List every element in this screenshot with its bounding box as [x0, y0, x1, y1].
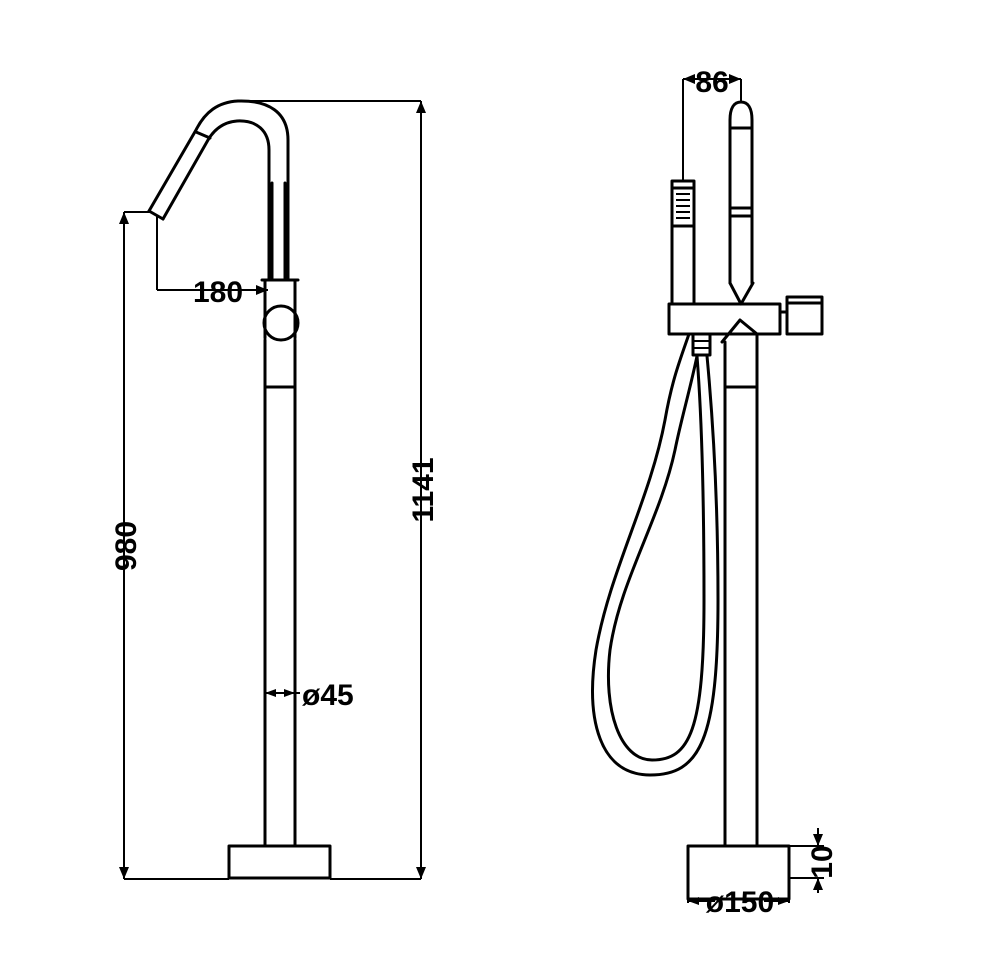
side-base-plate — [227, 844, 332, 880]
dim-base-diameter: ø150 — [687, 886, 790, 919]
front-handshower-handle — [670, 224, 696, 306]
dim-handshower-offset-label: 86 — [695, 66, 728, 99]
front-view — [591, 100, 824, 901]
front-valve-v-bottom — [720, 318, 759, 344]
front-handshower-spray-dots — [676, 193, 690, 219]
front-hose-nut — [691, 332, 712, 357]
dim-spout-height-label: 980 — [110, 521, 143, 571]
dim-overall-height: 1141 — [240, 100, 440, 880]
side-view — [147, 99, 332, 880]
dim-spout-reach: 180 — [156, 216, 268, 309]
dim-base-thickness: 10 — [789, 828, 839, 893]
side-gooseneck-outer — [147, 99, 290, 282]
front-valve-block — [667, 302, 782, 336]
front-shower-hose-outer — [591, 332, 720, 777]
dim-overall-height-label: 1141 — [407, 457, 440, 522]
side-lever-handle — [262, 304, 300, 342]
dim-base-diameter-label: ø150 — [706, 886, 774, 919]
front-shower-hose-inner — [606, 354, 706, 762]
front-base-plate — [686, 844, 791, 901]
side-gooseneck-inner — [161, 119, 271, 282]
dim-column-diameter-label: ø45 — [302, 679, 354, 712]
side-spout-band — [194, 130, 212, 140]
dim-spout-height: 980 — [110, 211, 229, 880]
front-valve-v-top — [728, 281, 755, 306]
dim-handshower-offset: 86 — [682, 66, 742, 181]
dim-column-diameter: ø45 — [265, 679, 354, 712]
dim-spout-reach-label: 180 — [193, 276, 243, 309]
dim-base-thickness-label: 10 — [806, 845, 839, 878]
